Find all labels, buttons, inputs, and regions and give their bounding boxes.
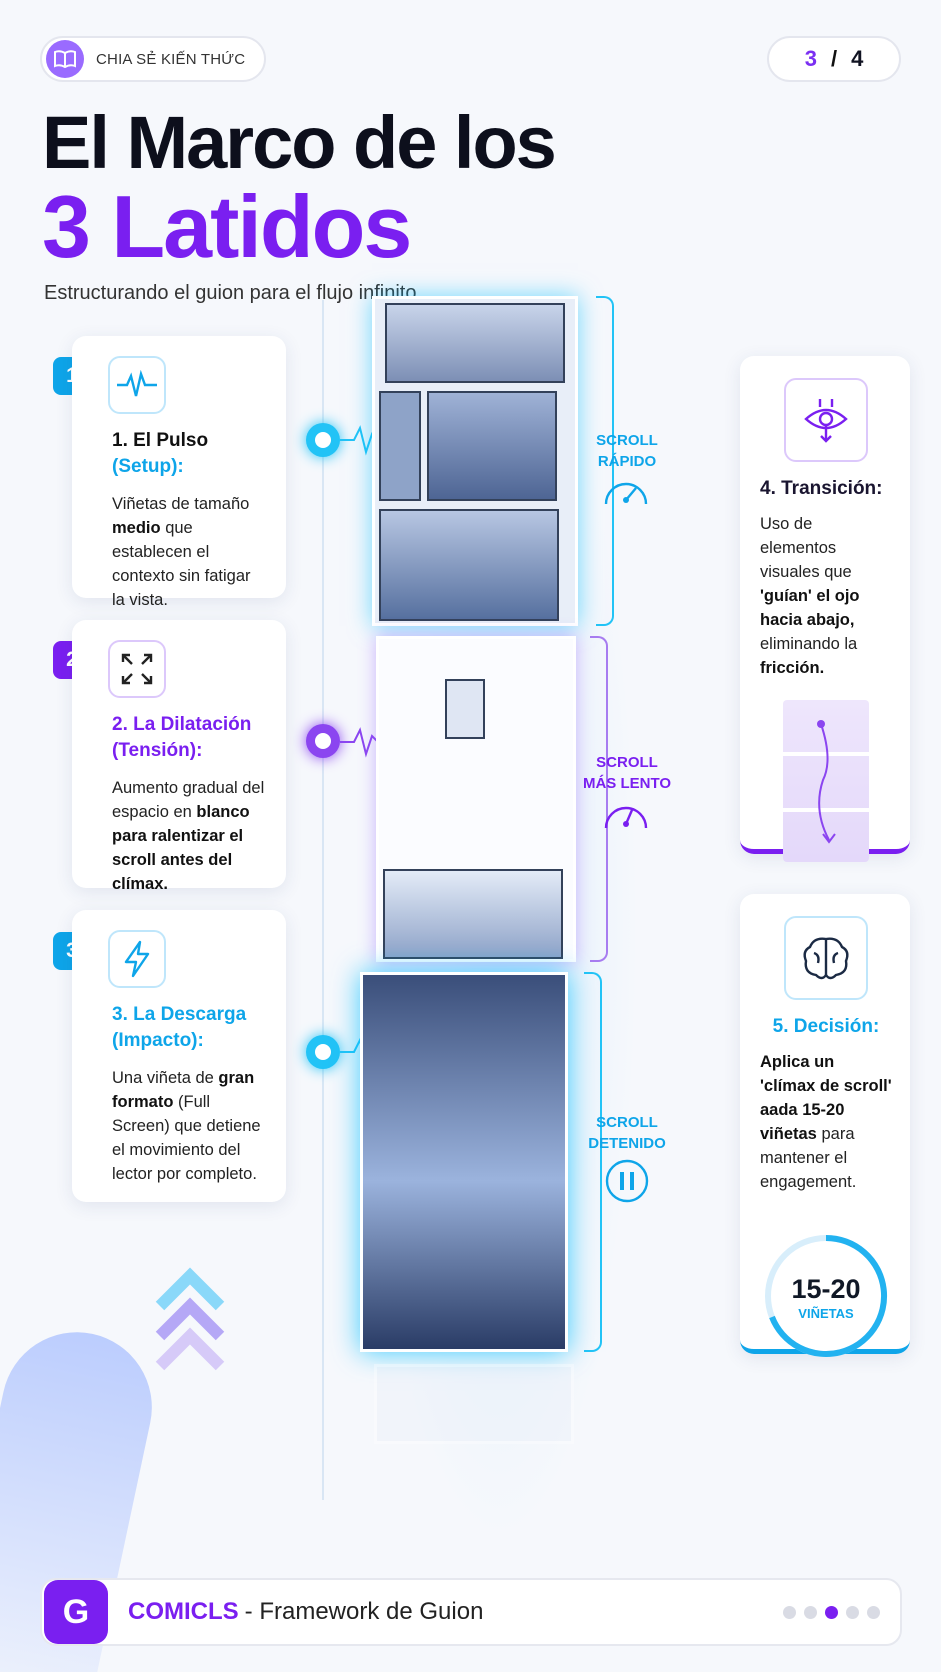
transition-card: 4. Transición: Uso de elementos visuales… [740,356,910,862]
dial-label: VIÑETAS [798,1306,854,1321]
page-subtitle: Estructurando el guion para el flujo inf… [44,282,423,304]
timeline-line [322,300,324,1500]
timeline-node-3 [306,1035,340,1069]
gauge-fast-icon [604,482,648,505]
page-total: 4 [851,46,864,71]
dial-value: 15-20 [791,1274,861,1304]
beat-text-1: Viñetas de tamaño medio que establecen e… [112,495,251,609]
bracket-stop [584,972,602,1352]
transition-illustration [783,700,869,862]
eye-arrow-icon [784,378,868,462]
pagination-dots [783,1605,880,1619]
comic-strip-stop [360,972,568,1352]
beat-title-2: 2. La Dilatación (Tensión): [112,714,252,761]
page-separator: / [830,46,838,71]
comic-panel [385,303,565,383]
category-pill: CHIA SẺ KIẾN THỨC [40,36,266,82]
pulse-icon [108,356,166,414]
comic-panel [379,391,421,501]
brand-logo: G [44,1580,108,1644]
beat-card-1: 1. El Pulso (Setup): Viñetas de tamaño m… [72,336,286,609]
page-title-line1: El Marco de los [42,101,557,184]
footer-bar: G COMICLS - Framework de Guion [40,1578,902,1646]
page-indicator: 3 / 4 [767,36,901,82]
bracket-slow [590,636,608,962]
decision-card: 5. Decisión: Aplica un 'clímax de scroll… [740,894,910,1357]
decision-title: 5. Decisión: [772,1016,880,1037]
beat-title-1: 1. El Pulso (Setup): [112,430,209,477]
beat-card-2: 2. La Dilatación (Tensión): Aumento grad… [72,620,286,893]
page-dot[interactable] [783,1605,796,1619]
brand-name: COMICLS [128,1598,239,1625]
page-current: 3 [804,46,817,71]
page-dot[interactable] [846,1605,859,1619]
comic-strip-faded [374,1364,574,1444]
beat-text-3: Una viñeta de gran formato (Full Screen)… [112,1069,261,1183]
page-title-line2: 3 Latidos [42,177,412,276]
pause-icon [605,1159,649,1203]
gauge-slow-icon [604,806,648,829]
brain-icon [784,916,868,1000]
chevron-up-icon [155,1267,225,1371]
comic-strip-slow [376,636,576,962]
comic-panel [379,509,559,621]
comic-panel [445,679,485,739]
expand-icon [108,640,166,698]
beat-card-3: 3. La Descarga (Impacto): Una viñeta de … [72,910,286,1202]
comic-strip-fast [372,296,578,626]
page-dot[interactable] [804,1605,817,1619]
comic-panel [383,869,563,959]
footer-caption: - Framework de Guion [244,1598,484,1625]
timeline-node-2 [306,724,340,758]
page-dot-active[interactable] [825,1605,838,1619]
page-dot[interactable] [867,1605,880,1619]
comic-panel [427,391,557,501]
decision-dial: 15-20 VIÑETAS [762,1232,890,1360]
transition-text: Uso de elementos visuales que 'guían' el… [760,515,860,677]
book-icon [46,40,84,78]
decision-text: Aplica un 'clímax de scroll' aada 15-20 … [760,1053,892,1191]
bracket-fast [596,296,614,626]
transition-title: 4. Transición: [760,478,883,499]
beat-title-3: 3. La Descarga (Impacto): [112,1004,247,1051]
category-label: CHIA SẺ KIẾN THỨC [96,50,246,68]
timeline-node-1 [306,423,340,457]
lightning-icon [108,930,166,988]
beat-text-2: Aumento gradual del espacio en blanco pa… [112,779,265,893]
